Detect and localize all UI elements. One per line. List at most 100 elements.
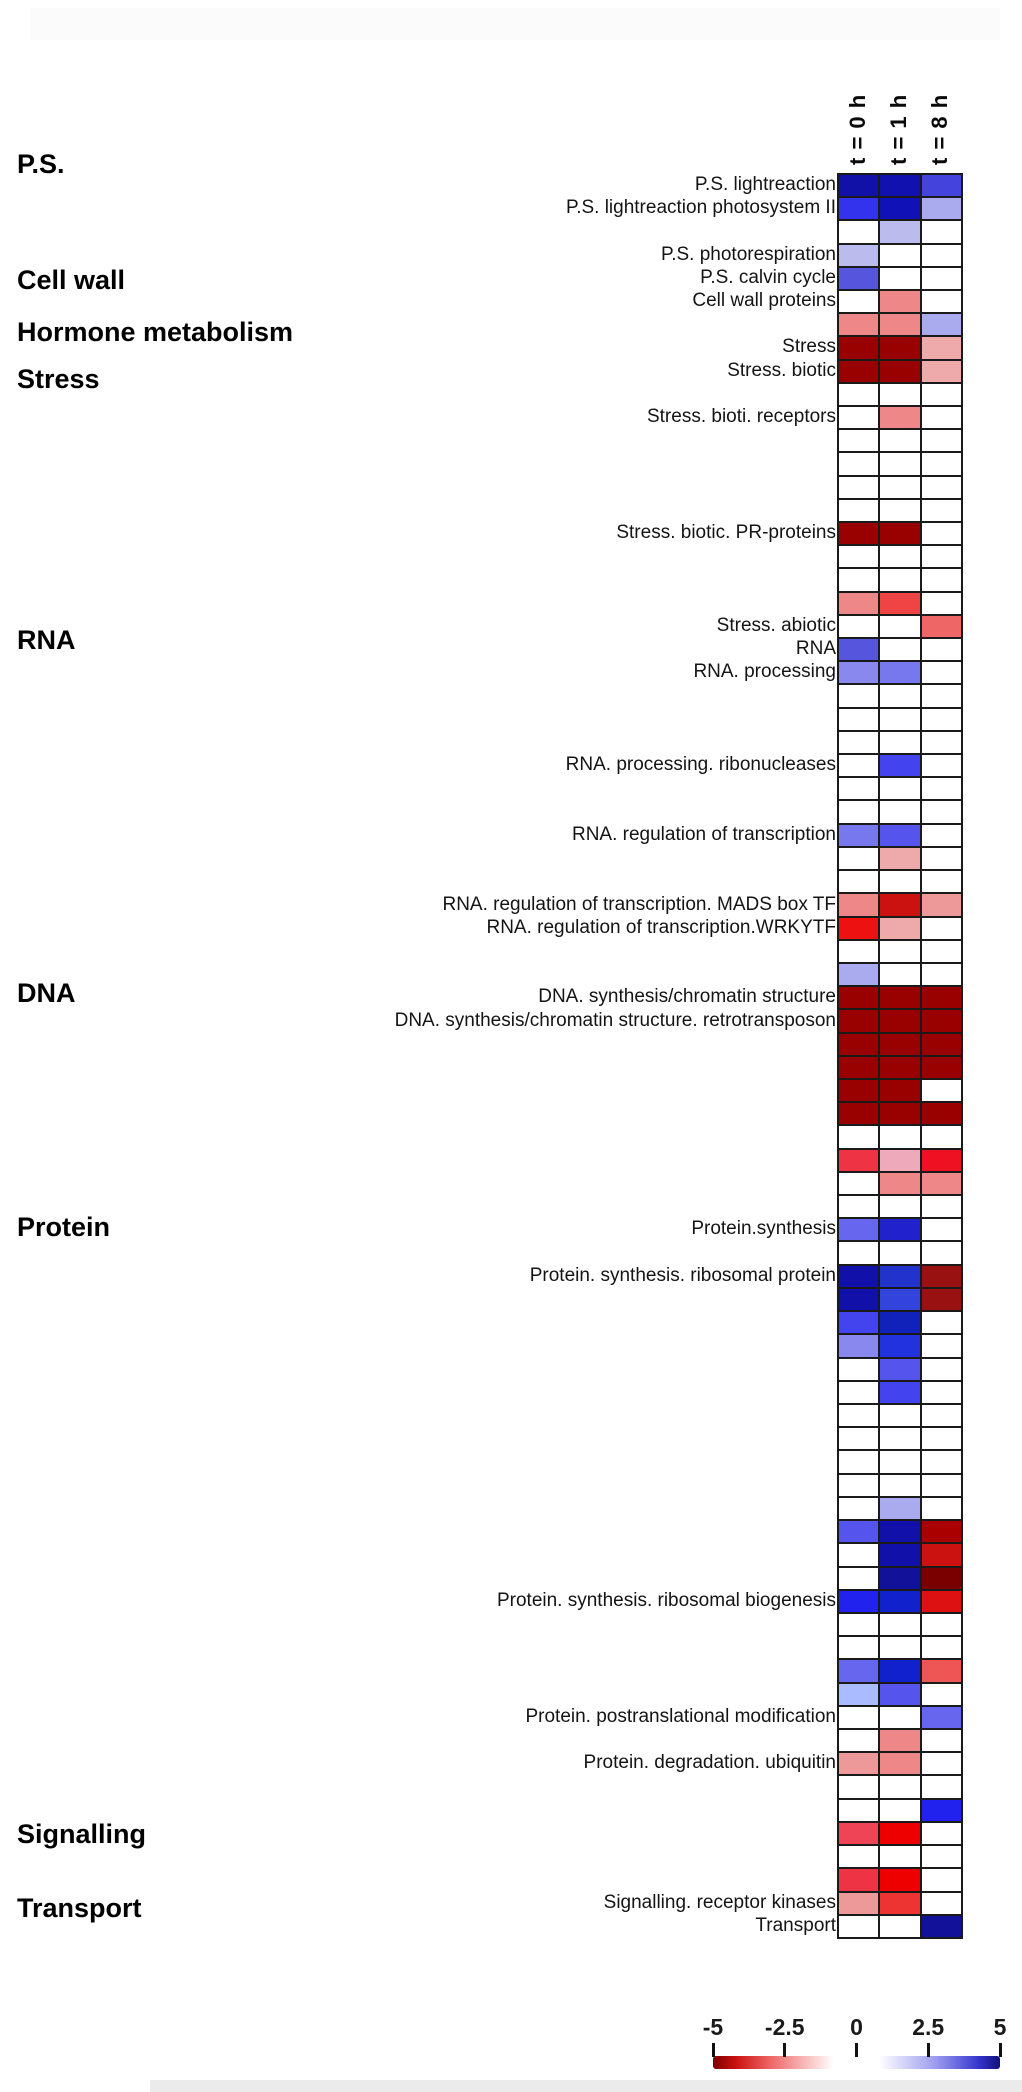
heatmap-cell [880, 1776, 920, 1798]
heatmap-cell [880, 1265, 920, 1287]
column-header: t = 0 h [845, 93, 871, 165]
row-label: DNA. synthesis/chromatin structure [538, 986, 836, 1008]
row-label: Signalling. receptor kinases [603, 1891, 836, 1913]
heatmap-cell [839, 615, 879, 638]
heatmap-cell [839, 1033, 879, 1055]
heatmap-cell [921, 1381, 961, 1403]
heatmap-cell [839, 662, 879, 684]
heatmap-cell [921, 1521, 961, 1543]
row-label: Cell wall proteins [692, 290, 836, 312]
heatmap-cell [839, 987, 879, 1009]
heatmap-cell [839, 1753, 879, 1775]
heatmap-cell [880, 314, 920, 336]
heatmap-cell [880, 1103, 920, 1125]
heatmap-cell [880, 1521, 920, 1543]
heatmap-cell [921, 407, 961, 429]
category-label: Signalling [17, 1819, 147, 1849]
heatmap-cell [921, 1590, 961, 1612]
heatmap-cell [880, 662, 920, 684]
row-label: Protein. degradation. ubiquitin [583, 1752, 836, 1774]
heatmap-cell [880, 1730, 920, 1752]
heatmap-cell [880, 778, 920, 800]
scale-tick-mark [711, 2043, 715, 2057]
heatmap-cell [921, 1846, 961, 1868]
heatmap-cell [880, 476, 920, 498]
heatmap-cell [880, 499, 920, 522]
row-label: Stress. bioti. receptors [646, 406, 836, 428]
heatmap-cell [880, 1637, 920, 1659]
heatmap-cell [839, 1172, 879, 1194]
heatmap-cell [921, 1219, 961, 1241]
heatmap-cell [839, 1196, 879, 1218]
heatmap-cell [921, 1196, 961, 1218]
row-label: RNA. regulation of transcription [571, 823, 836, 845]
heatmap-cell [921, 1544, 961, 1566]
heatmap-cell [839, 1126, 879, 1148]
heatmap-cell [839, 453, 879, 475]
heatmap-cell [921, 430, 961, 452]
heatmap-cell [921, 1567, 961, 1589]
heatmap-cell [880, 175, 920, 197]
heatmap-cell [839, 1149, 879, 1171]
row-label: Stress. biotic [727, 359, 836, 381]
heatmap-cell [839, 708, 879, 730]
heatmap-cell [880, 592, 920, 614]
heatmap-cell [880, 755, 920, 777]
heatmap-cell [921, 1358, 961, 1380]
heatmap-cell [921, 1172, 961, 1194]
heatmap-cell [839, 1103, 879, 1125]
heatmap-cell [921, 1660, 961, 1682]
scale-tick-mark [926, 2043, 930, 2057]
row-label: Protein. postranslational modification [525, 1705, 836, 1727]
heatmap-cell [921, 546, 961, 568]
heatmap-cell [839, 894, 879, 916]
category-label: P.S. [17, 149, 65, 179]
heatmap-cell [839, 244, 879, 266]
heatmap-cell [880, 639, 920, 661]
heatmap-cell [880, 1799, 920, 1821]
heatmap-cell [921, 1103, 961, 1125]
heatmap-cell [921, 1428, 961, 1450]
heatmap-cell [839, 360, 879, 382]
heatmap-cell [839, 1799, 879, 1821]
heatmap-cell [921, 1404, 961, 1427]
row-label: Transport [755, 1914, 836, 1936]
heatmap-cell [880, 685, 920, 707]
heatmap-cell [839, 801, 879, 823]
heatmap-cell [880, 1567, 920, 1589]
heatmap-cell [839, 1474, 879, 1496]
heatmap-cell [880, 1706, 920, 1729]
heatmap-cell [921, 453, 961, 475]
heatmap-cell [921, 1056, 961, 1078]
category-label: Protein [17, 1212, 111, 1242]
heatmap-cell [921, 1312, 961, 1334]
heatmap-cell [880, 1590, 920, 1612]
heatmap-cell [880, 267, 920, 290]
heatmap-cell [839, 1846, 879, 1868]
heatmap-cell [839, 175, 879, 197]
heatmap-cell [880, 847, 920, 870]
heatmap-cell [921, 314, 961, 336]
heatmap-cell [880, 221, 920, 243]
heatmap-cell [839, 963, 879, 986]
heatmap-cell [921, 476, 961, 498]
row-label: RNA. regulation of transcription.WRKYTF [486, 916, 836, 938]
heatmap-cell [839, 1428, 879, 1450]
heatmap-cell [880, 1312, 920, 1334]
heatmap-cell [921, 1915, 961, 1937]
heatmap-cell [880, 291, 920, 313]
heatmap-cell [839, 1265, 879, 1287]
category-label: Cell wall [17, 265, 126, 295]
heatmap-cell [921, 1242, 961, 1264]
heatmap-cell [839, 407, 879, 429]
row-label: Stress. biotic. PR-proteins [616, 522, 836, 544]
heatmap-cell [921, 523, 961, 545]
heatmap-cell [921, 1822, 961, 1845]
heatmap-cell [880, 1822, 920, 1845]
column-header: t = 1 h [886, 93, 911, 165]
heatmap-cell [880, 1404, 920, 1427]
heatmap-cell [839, 430, 879, 452]
row-label: P.S. lightreaction photosystem II [565, 197, 836, 219]
heatmap-cell [839, 267, 879, 290]
